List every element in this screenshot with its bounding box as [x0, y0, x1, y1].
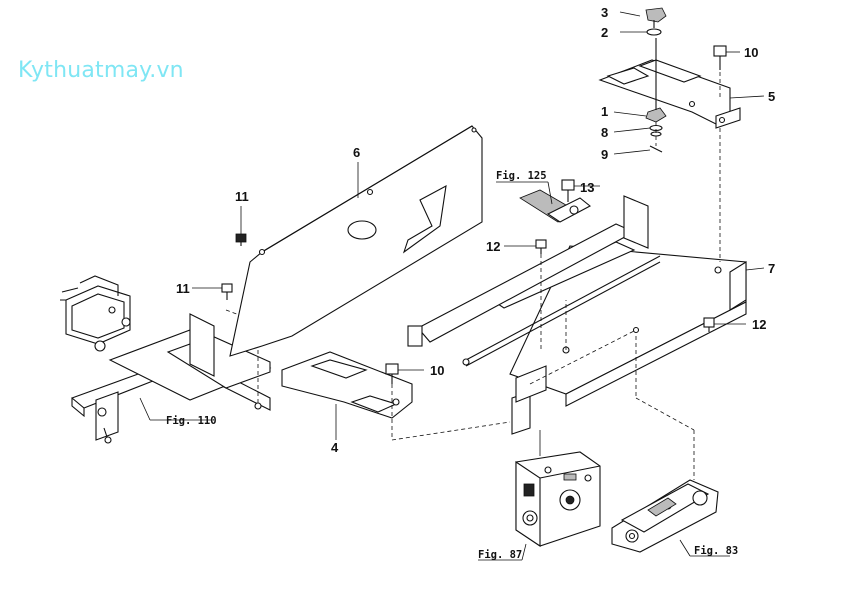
callout-6: 6 [353, 145, 360, 160]
watermark-text: Kythuatmay.vn [18, 58, 184, 83]
upper-bracket-part-5 [598, 59, 741, 262]
bolt-part-10-upper [713, 45, 727, 70]
callout-2: 2 [601, 25, 608, 40]
fig-ref-83: Fig. 83 [694, 545, 738, 557]
callout-11-lower: 11 [176, 281, 190, 296]
floor-panel-part-6 [229, 125, 483, 357]
callout-10-upper: 10 [744, 45, 758, 60]
left-frame-assembly [60, 275, 272, 444]
bolt-part-13 [561, 179, 575, 202]
fig-ref-87: Fig. 87 [478, 549, 522, 561]
lock-hardware-parts-1-8-9 [645, 38, 667, 153]
callout-12-lower: 12 [752, 317, 766, 332]
bolt-part-12-lower [703, 317, 715, 332]
bolt-part-11-lower [221, 283, 233, 300]
fig-ref-110: Fig. 110 [166, 415, 217, 427]
callout-11-upper: 11 [235, 189, 249, 204]
callout-1: 1 [601, 104, 608, 119]
callout-5: 5 [768, 89, 775, 104]
bolt-part-11-upper [235, 233, 247, 246]
callout-12-upper: 12 [486, 239, 500, 254]
leader-lines [139, 11, 765, 561]
main-frame-part-7 [407, 195, 747, 435]
callout-9: 9 [601, 147, 608, 162]
callout-4: 4 [331, 440, 339, 455]
transmission-unit-fig-87 [515, 430, 601, 548]
fig-ref-125: Fig. 125 [496, 170, 547, 182]
gearbox-unit-fig-83 [611, 479, 719, 553]
cover-plate-part-4 [281, 351, 413, 419]
linkage-fig-125 [519, 189, 591, 223]
washer-part-2 [646, 28, 662, 36]
bolt-part-12-upper [535, 239, 547, 254]
callout-8: 8 [601, 125, 608, 140]
callout-3: 3 [601, 5, 608, 20]
callout-13: 13 [580, 180, 594, 195]
callout-10-lower: 10 [430, 363, 444, 378]
callout-7: 7 [768, 261, 775, 276]
knob-part-3 [645, 7, 667, 28]
bolt-part-10-lower [385, 363, 399, 384]
